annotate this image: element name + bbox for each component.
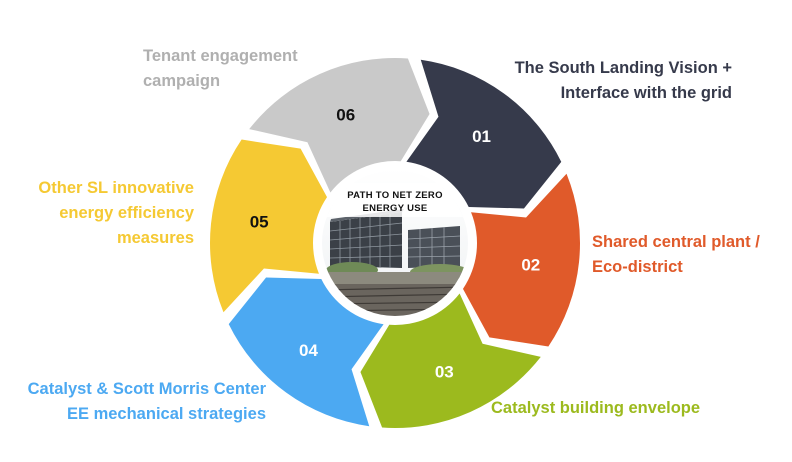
segment-01-arrow — [406, 59, 562, 209]
segment-04-label-line: Catalyst & Scott Morris Center — [27, 380, 266, 398]
segment-05-label-line: Other SL innovative — [38, 179, 194, 197]
segment-05-label-line: energy efficiency — [59, 204, 194, 222]
segment-05-number: 05 — [250, 212, 269, 231]
segment-03-label: Catalyst building envelope — [491, 396, 700, 421]
segment-02-label-line: Shared central plant / — [592, 233, 760, 251]
segment-03-label-line: Catalyst building envelope — [491, 399, 701, 417]
segment-06-number: 06 — [336, 106, 355, 125]
segments-group: 01 02 03 04 05 06 — [210, 58, 580, 428]
segment-03-arrow — [360, 293, 541, 428]
segment-06-arrow — [249, 58, 430, 193]
segment-06-label-line: campaign — [143, 72, 221, 90]
segment-01-label-line: The South Landing Vision + — [514, 59, 732, 77]
segment-03-number: 03 — [435, 362, 454, 381]
segment-02-label-line: Eco-district — [592, 258, 683, 276]
segment-05-label: Other SL innovative energy efficiency me… — [38, 176, 194, 251]
segment-05-arrow — [210, 139, 328, 313]
segment-01-label-line: Interface with the grid — [560, 84, 732, 102]
segment-04-label-line: EE mechanical strategies — [66, 405, 266, 423]
segment-02-arrow — [462, 173, 580, 347]
segment-02-number: 02 — [521, 256, 540, 275]
segment-02-label: Shared central plant / Eco-district — [592, 230, 760, 280]
center-photo: PATH TO NET ZERO ENERGY USE — [319, 167, 471, 319]
center-title-line2: ENERGY USE — [362, 203, 427, 214]
segment-04-number: 04 — [299, 341, 318, 360]
center-title-line1: PATH TO NET ZERO — [347, 190, 443, 201]
segment-04-arrow — [228, 277, 384, 427]
segment-06-label: Tenant engagement campaign — [143, 44, 298, 94]
segment-01-number: 01 — [472, 127, 491, 146]
segment-01-label: The South Landing Vision + Interface wit… — [515, 56, 732, 106]
segment-06-label-line: Tenant engagement — [143, 47, 298, 65]
segment-04-label: Catalyst & Scott Morris Center EE mechan… — [28, 377, 266, 427]
segment-05-label-line: measures — [116, 229, 194, 247]
